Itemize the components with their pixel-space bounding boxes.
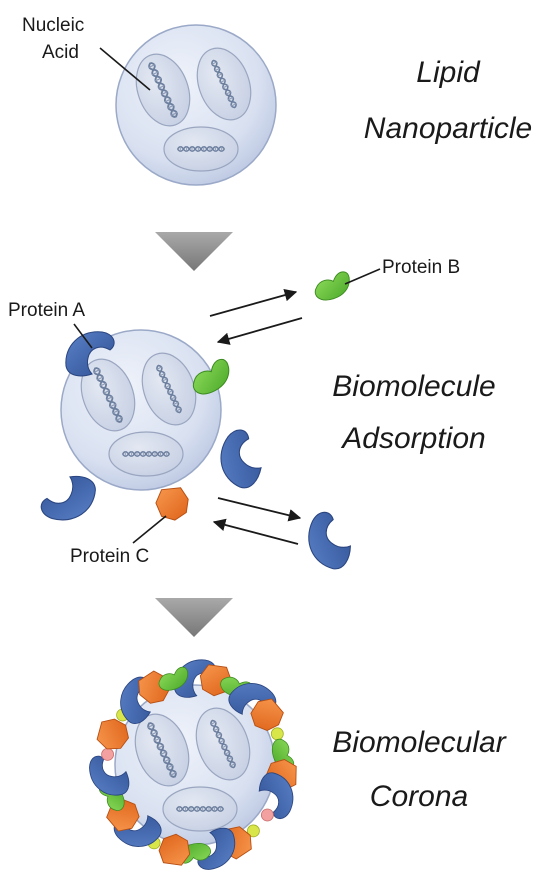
corona-small-pink <box>260 808 274 822</box>
protein-corona <box>87 659 302 873</box>
corona-small-yellow <box>270 727 284 741</box>
adsorb-arrow-b <box>209 288 298 317</box>
nucleic-acid-label-line1: Nucleic <box>22 15 84 36</box>
protein-a-pointer-line <box>73 323 93 349</box>
protein-a-label: Protein A <box>8 300 85 321</box>
stage1-title-line2: Nanoparticle <box>364 112 532 145</box>
corona-small-yellow <box>246 824 260 838</box>
protein-b-label: Protein B <box>382 257 460 278</box>
protein-c-label: Protein C <box>70 546 149 567</box>
protein-c-bound <box>155 487 189 521</box>
protein-a-free-left <box>38 470 98 526</box>
corona-small-pink <box>101 748 114 761</box>
stage2-title-line1: Biomolecule <box>332 370 495 403</box>
protein-c-pointer-line <box>132 515 167 544</box>
stage3-title-line2: Corona <box>370 780 468 813</box>
adsorb-arrow-a <box>217 497 302 522</box>
stage1-title-line1: Lipid <box>416 56 481 89</box>
lipid-nanoparticle-1 <box>116 25 276 185</box>
protein-a-free-lower <box>298 508 361 573</box>
stage2-title-line2: Adsorption <box>340 422 485 455</box>
nucleic-acid-label-line2: Acid <box>42 42 79 63</box>
nucleic-acid-label: Nucleic Acid <box>22 15 151 91</box>
down-arrow-1-icon <box>155 232 233 271</box>
nucleic-acid-pointer-line <box>99 47 151 91</box>
desorb-arrow-a <box>212 518 299 545</box>
protein-b-pointer-line <box>344 268 381 285</box>
desorb-arrow-b <box>216 317 303 345</box>
protein-b-free <box>311 270 354 304</box>
protein-a-free-right <box>208 424 275 494</box>
stage3-title-line1: Biomolecular <box>332 726 506 759</box>
down-arrow-2-icon <box>155 598 233 637</box>
